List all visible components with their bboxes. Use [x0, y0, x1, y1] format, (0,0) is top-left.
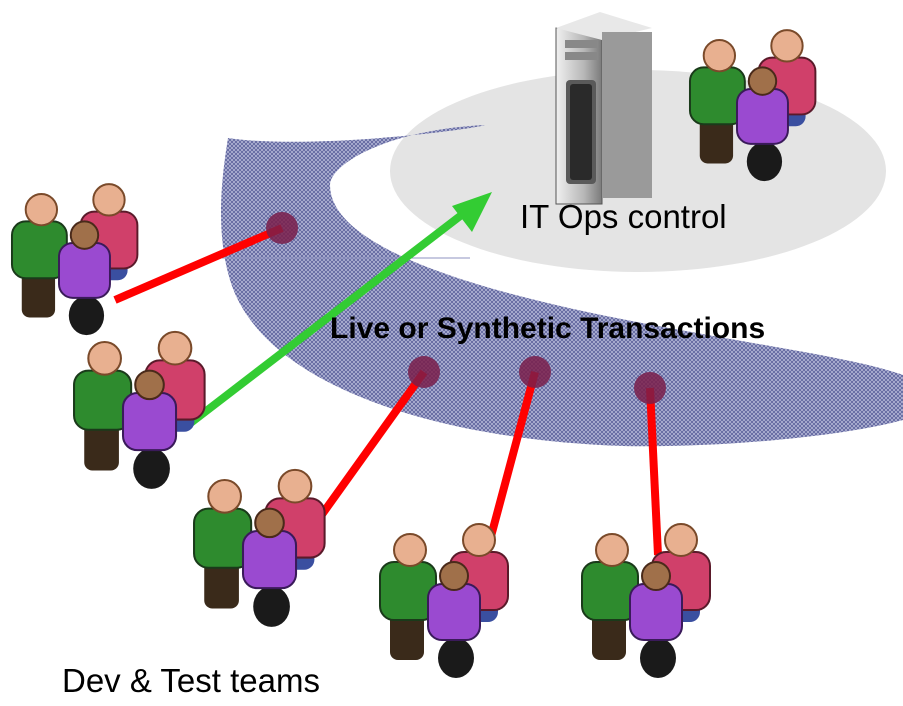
transaction-band — [221, 125, 903, 447]
green-arrowhead — [452, 192, 492, 232]
red-connection-3 — [486, 370, 539, 542]
transaction-node-4 — [634, 372, 666, 404]
server-icon — [555, 12, 652, 205]
red-connection-1 — [113, 224, 284, 304]
it-ops-label: IT Ops control — [520, 198, 727, 235]
dev-test-label: Dev & Test teams — [62, 662, 320, 699]
red-connection-2 — [314, 369, 428, 523]
people-group-icon — [73, 330, 206, 490]
transaction-node-3 — [519, 356, 551, 388]
people-group-icon — [379, 523, 509, 679]
people-group-icon — [581, 523, 711, 679]
people-group-icon — [193, 468, 326, 628]
transaction-node-2 — [408, 356, 440, 388]
people-group-icon — [10, 183, 139, 337]
transaction-node-1 — [266, 212, 298, 244]
green-connection — [185, 206, 471, 429]
red-connection-4 — [646, 387, 662, 556]
transactions-label: Live or Synthetic Transactions — [330, 312, 765, 345]
